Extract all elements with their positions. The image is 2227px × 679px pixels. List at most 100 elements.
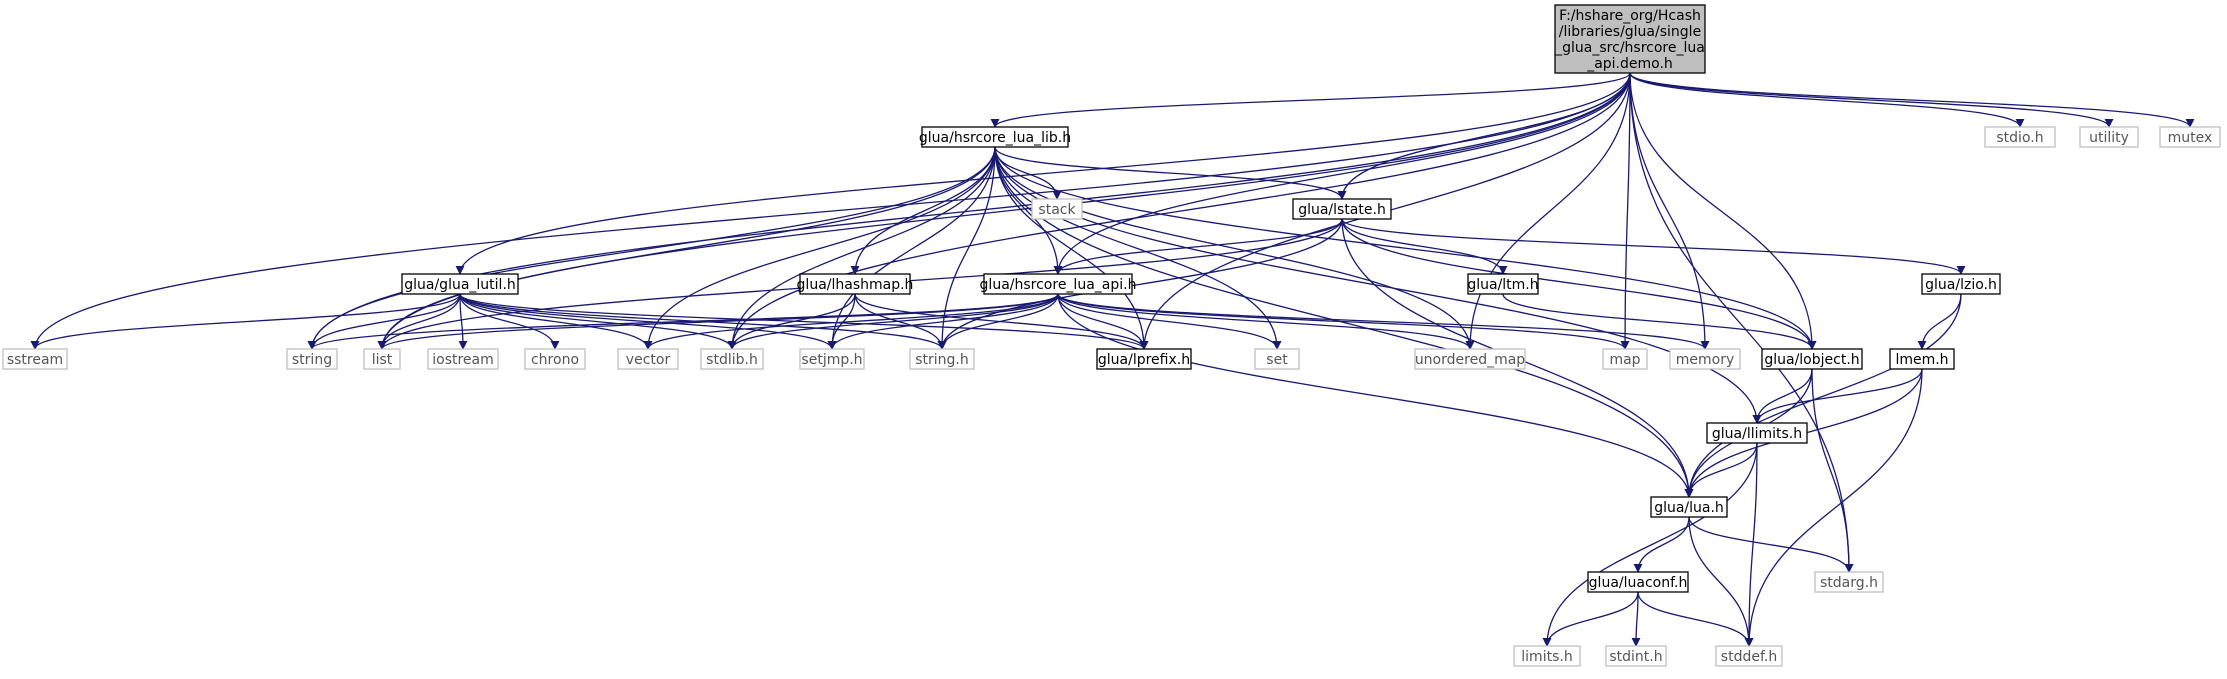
edge-root-to-lstate [1337, 72, 1631, 200]
node-label: list [372, 352, 393, 368]
edge-lstate-to-ltm [1341, 218, 1508, 275]
node-box [1605, 645, 1667, 667]
node-list: list [363, 348, 401, 370]
node-box [1292, 198, 1392, 220]
edge-lua-to-stdarg [1688, 516, 1854, 573]
node-box [983, 273, 1133, 295]
node-box [1602, 348, 1648, 370]
edge-glua_lutil-to-vector [459, 293, 653, 350]
node-label: vector [626, 352, 671, 368]
edge-hsrcore_lua_lib-to-unordered_map [994, 146, 1475, 350]
node-label: glua/lstate.h [1298, 202, 1386, 218]
node-mutex: mutex [2159, 126, 2221, 148]
edge-llimits-to-lua [1684, 442, 1758, 498]
edge-root-to-glua_lutil [455, 72, 1631, 275]
edge-lstate-to-string_h [937, 218, 1343, 350]
node-label: glua/hsrcore_lua_api.h [980, 277, 1137, 293]
edge-root-to-utility [1629, 72, 2114, 128]
node-label: stdint.h [1609, 649, 1662, 665]
node-lmem[interactable]: lmem.h [1889, 348, 1955, 370]
node-box [921, 126, 1069, 148]
node-box [1921, 273, 2001, 295]
node-label: setjmp.h [801, 352, 862, 368]
edge-llimits-to-limits [1542, 442, 1758, 647]
node-luaconf[interactable]: glua/luaconf.h [1587, 571, 1689, 593]
edge-hsrcore_lua_api-to-setjmp [827, 293, 1059, 350]
edge-hsrcore_lua_lib-to-vector [643, 146, 996, 350]
node-box [617, 348, 679, 370]
node-glua-lutil[interactable]: glua/glua_lutil.h [401, 273, 519, 295]
node-lprefix[interactable]: glua/lprefix.h [1096, 348, 1192, 370]
edge-lmem-to-stddef [1744, 368, 1923, 647]
node-label: F:/hshare_org/Hcash [1559, 8, 1701, 24]
node-box [401, 273, 519, 295]
node-label: glua/llimits.h [1712, 426, 1802, 442]
edge-hsrcore_lua_lib-to-lstate [994, 146, 1347, 200]
node-label: chrono [531, 352, 579, 368]
node-label: mutex [2168, 130, 2213, 146]
node-lstate[interactable]: glua/lstate.h [1292, 198, 1392, 220]
node-lzio[interactable]: glua/lzio.h [1921, 273, 2001, 295]
edge-root-to-sstream [30, 72, 1631, 350]
node-label: stack [1038, 202, 1076, 218]
node-box [363, 348, 401, 370]
edge-root-to-stdarg [1629, 72, 1854, 573]
node-chrono: chrono [524, 348, 586, 370]
edge-root-to-stdlib [727, 72, 1631, 350]
node-label: glua/lhashmap.h [797, 277, 914, 293]
edge-lobject-to-llimits [1752, 368, 1813, 424]
node-box [1096, 348, 1192, 370]
node-box [1706, 422, 1808, 444]
node-hsrcore-lua-api[interactable]: glua/hsrcore_lua_api.h [980, 273, 1137, 295]
node-box [2159, 126, 2221, 148]
edge-lmem-to-llimits [1752, 368, 1923, 424]
node-box [1554, 4, 1706, 74]
node-string-h: string.h [909, 348, 975, 370]
node-label: stddef.h [1721, 649, 1777, 665]
edge-luaconf-to-stddef [1637, 591, 1754, 647]
node-limits: limits.h [1513, 645, 1581, 667]
node-stddef: stddef.h [1715, 645, 1783, 667]
node-label: unordered_map [1415, 352, 1525, 368]
node-box [1669, 348, 1741, 370]
node-box [1814, 571, 1884, 593]
edge-lstate-to-lobject [1341, 218, 1817, 350]
node-llimits[interactable]: glua/llimits.h [1706, 422, 1808, 444]
node-box [1761, 348, 1863, 370]
node-hsrcore-lua-lib[interactable]: glua/hsrcore_lua_lib.h [919, 126, 1071, 148]
edge-hsrcore_lua_lib-to-string [307, 146, 996, 350]
node-root[interactable]: F:/hshare_org/Hcash/libraries/glua/singl… [1554, 4, 1706, 74]
edge-root-to-mutex [1629, 72, 2195, 128]
node-label: glua/lua.h [1654, 500, 1724, 516]
node-label: stdio.h [1996, 130, 2043, 146]
node-box [286, 348, 338, 370]
edge-glua_lutil-to-setjmp [459, 293, 837, 350]
node-label: lmem.h [1895, 352, 1948, 368]
edge-hsrcore_lua_lib-to-setjmp [827, 146, 996, 350]
node-lhashmap[interactable]: glua/lhashmap.h [797, 273, 914, 295]
node-box [1414, 348, 1526, 370]
node-label: map [1609, 352, 1640, 368]
edge-luaconf-to-stdint [1631, 591, 1641, 647]
edge-llimits-to-stddef [1744, 442, 1758, 647]
node-box [1587, 571, 1689, 593]
node-memory: memory [1669, 348, 1741, 370]
node-label: limits.h [1521, 649, 1572, 665]
edge-glua_lutil-to-sstream [30, 293, 461, 350]
node-ltm[interactable]: glua/ltm.h [1467, 273, 1539, 295]
edge-root-to-memory [1629, 72, 1710, 350]
edge-root-to-string [307, 72, 1631, 350]
edge-hsrcore_lua_lib-to-stdlib [727, 146, 996, 350]
edge-hsrcore_lua_api-to-stdlib [727, 293, 1059, 350]
node-label: string [292, 352, 332, 368]
node-lobject[interactable]: glua/lobject.h [1761, 348, 1863, 370]
node-label: glua/hsrcore_lua_lib.h [919, 130, 1071, 146]
edge-ltm-to-lobject [1502, 293, 1817, 350]
node-stdlib: stdlib.h [700, 348, 764, 370]
node-box [2079, 126, 2139, 148]
edge-lzio-to-lmem [1917, 293, 1962, 350]
edge-root-to-map [1620, 72, 1631, 350]
node-lua[interactable]: glua/lua.h [1650, 496, 1728, 518]
edge-root-to-hsrcore_lua_api [1053, 72, 1631, 275]
edge-lstate-to-hsrcore_lua_api [1053, 218, 1343, 275]
